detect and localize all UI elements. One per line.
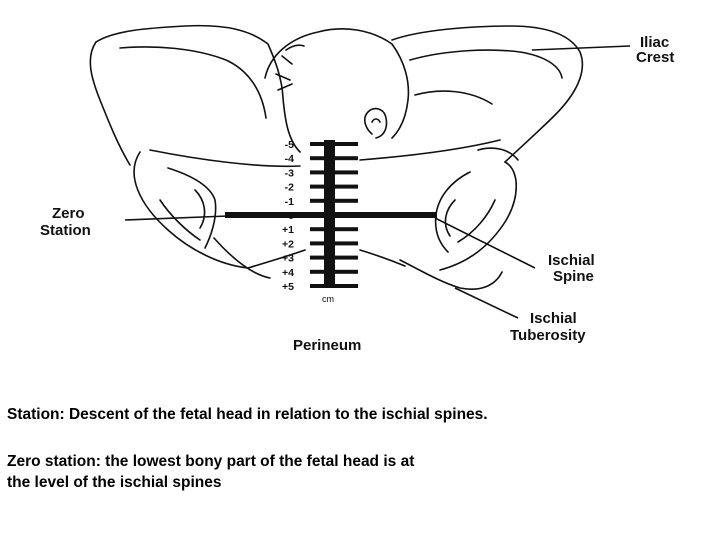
right-tuberosity-outline	[399, 259, 503, 290]
ischial-spine-label-line1: Ischial	[548, 252, 595, 269]
fetal-ear	[363, 107, 388, 139]
left-iliac-outline	[89, 41, 131, 166]
ruler-tick	[310, 142, 358, 146]
left-pubic-ramus	[213, 237, 306, 279]
ischial-tuberosity-label-line2: Tuberosity	[510, 327, 586, 344]
right-obturator	[444, 199, 496, 243]
station-tick-label: +4	[282, 267, 294, 279]
ruler-tick	[310, 227, 358, 232]
station-tick-label: -2	[285, 182, 294, 194]
right-iliac-lower	[414, 90, 493, 105]
ruler-tick	[310, 255, 358, 260]
right-hip-outline	[477, 147, 519, 161]
zero-station-label-line1: Zero	[52, 205, 85, 222]
station-ruler	[225, 140, 437, 288]
station-tick-label: -5	[285, 139, 294, 151]
station-tick-label: +1	[282, 224, 294, 236]
zero-station-bar	[225, 212, 437, 218]
zero-station-definition-line2: the level of the ischial spines	[7, 474, 222, 491]
station-tick-label: -4	[285, 153, 294, 165]
station-tick-label: +3	[282, 253, 294, 265]
right-pubic-ramus	[359, 249, 406, 267]
ruler-tick	[310, 269, 358, 274]
right-iliac-inner	[409, 49, 563, 79]
station-tick-label: +5	[282, 281, 294, 293]
left-iliac-inner	[119, 46, 267, 119]
station-tick-label: +2	[282, 238, 294, 250]
iliac-crest-label-line2: Crest	[636, 49, 674, 66]
station-definition: Station: Descent of the fetal head in re…	[7, 406, 488, 423]
perineum-label: Perineum	[293, 337, 361, 354]
fetal-head-outline	[264, 28, 410, 139]
zero-station-definition-line1: Zero station: the lowest bony part of th…	[7, 453, 415, 470]
ruler-tick	[310, 198, 358, 203]
unit-label: cm	[322, 294, 334, 304]
zero-station-leader	[124, 215, 229, 221]
fetal-sutures	[275, 44, 305, 91]
station-tick-label: -3	[285, 167, 294, 179]
ischial-spine-leader	[434, 217, 536, 269]
ischial-tuberosity-leader	[454, 287, 519, 319]
right-ischium	[434, 161, 517, 271]
left-iliac-wing	[95, 24, 301, 153]
ruler-tick	[310, 241, 358, 246]
pelvis-illustration: -5 -4 -3 -2 -1 0 +1 +2 +3 +4 +5 cm Iliac Crest Zer…	[40, 24, 674, 354]
left-ischium	[133, 151, 249, 269]
ischial-tuberosity-label-line1: Ischial	[530, 310, 577, 327]
station-tick-label: 0	[288, 210, 294, 222]
right-iliac-wing	[391, 25, 584, 163]
iliac-crest-label-line1: Iliac	[640, 34, 669, 51]
left-obturator	[159, 189, 206, 241]
ruler-tick	[310, 284, 358, 288]
ruler-tick	[310, 156, 358, 161]
ischial-spine-label-line2: Spine	[553, 268, 594, 285]
ruler-tick	[310, 184, 358, 189]
iliac-crest-leader	[531, 45, 631, 51]
station-tick-label: -1	[285, 196, 294, 208]
zero-station-label-line2: Station	[40, 222, 91, 239]
ruler-tick	[310, 170, 358, 175]
pelvic-inlet	[149, 139, 501, 168]
